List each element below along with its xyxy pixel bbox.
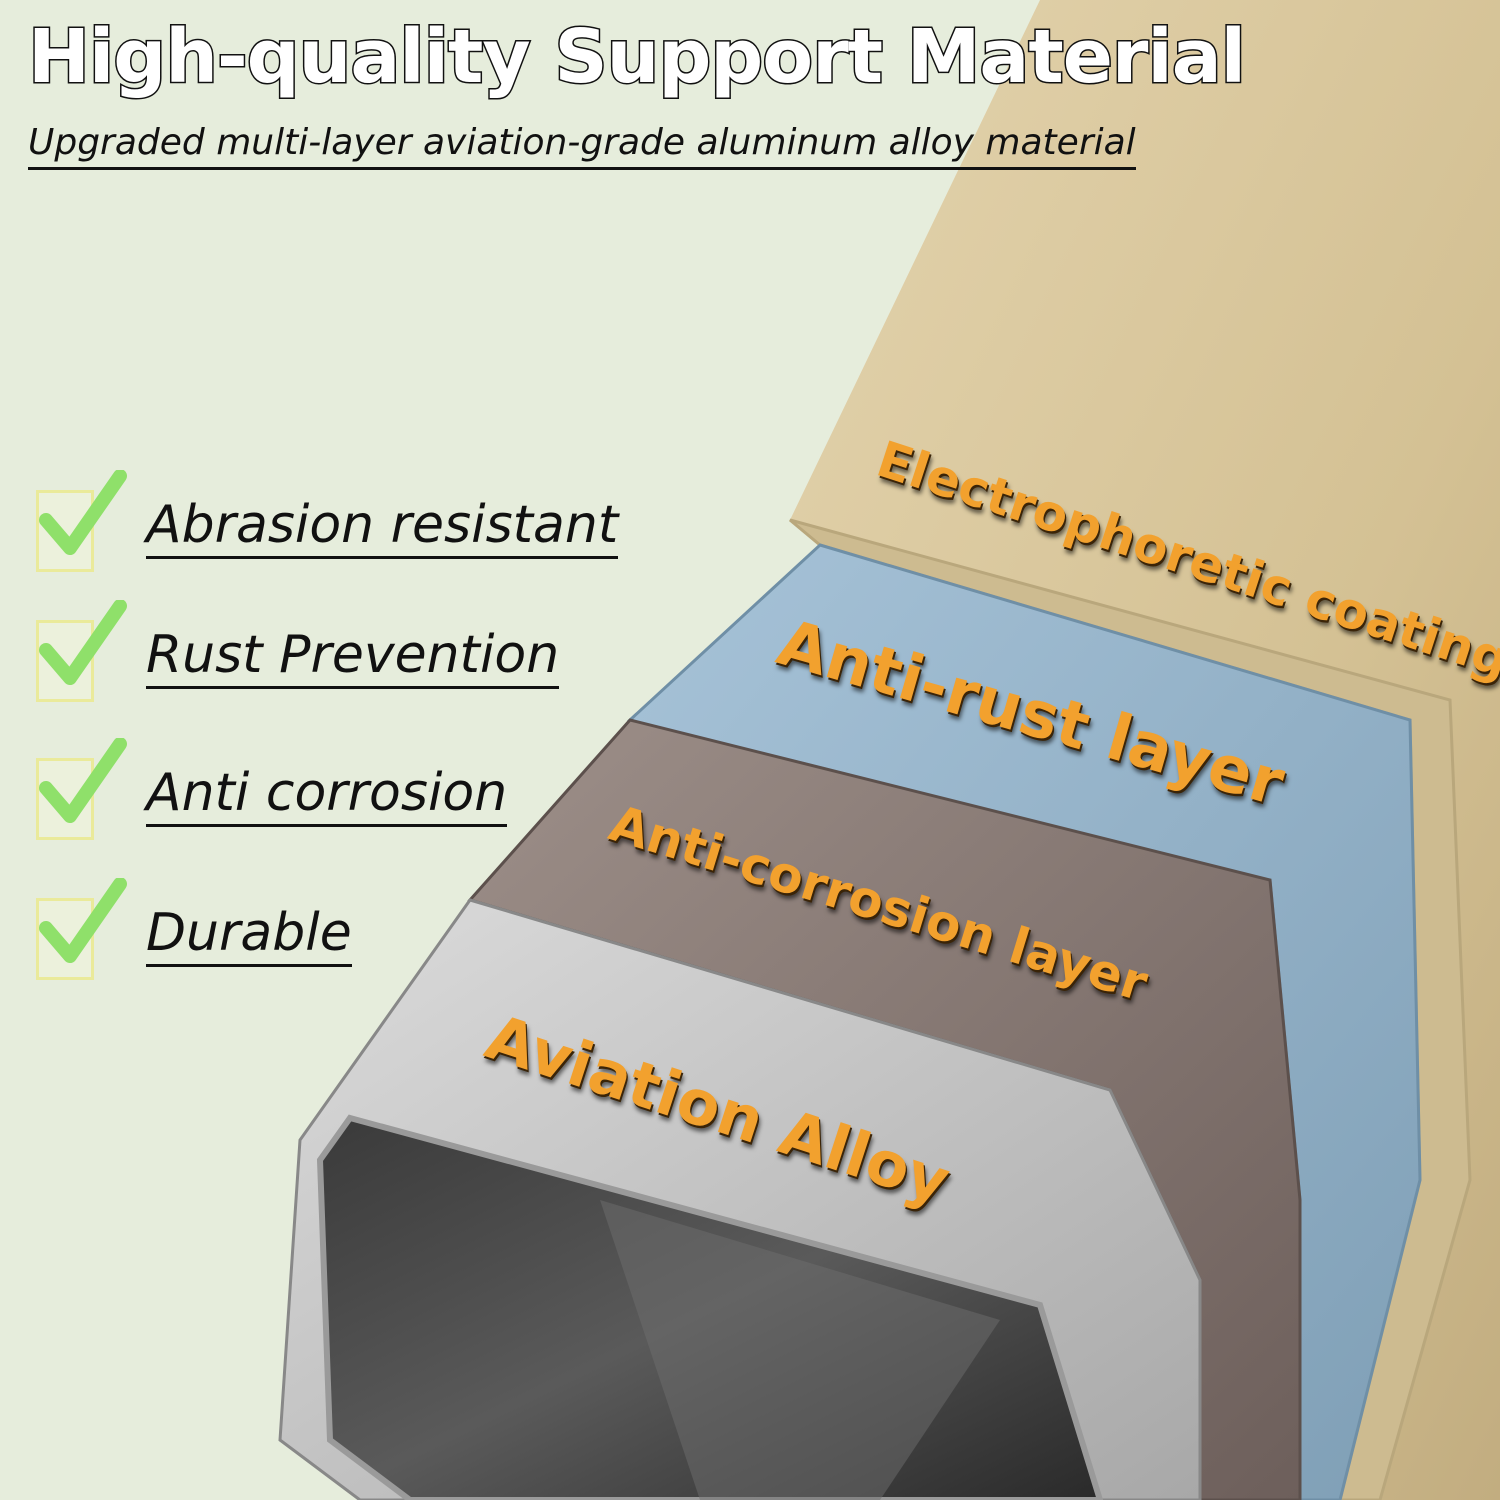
coating-layer: [790, 0, 1500, 1500]
feature-label: Anti corrosion: [146, 762, 508, 827]
checkmark-icon: [39, 738, 127, 823]
checkmark-icon: [39, 470, 127, 555]
feature-label: Durable: [146, 902, 352, 967]
feature-item-abrasion: Abrasion resistant: [30, 470, 650, 584]
feature-label: Abrasion resistant: [146, 494, 619, 559]
checkbox-frame: [36, 490, 94, 572]
page-subtitle: Upgraded multi-layer aviation-grade alum…: [28, 122, 1136, 170]
feature-item-durable: Durable: [30, 878, 650, 992]
tube-inner-highlight: [600, 1200, 1000, 1500]
feature-item-corrosion: Anti corrosion: [30, 738, 650, 852]
feature-label: Rust Prevention: [146, 624, 560, 689]
page-title: High-quality Support Material: [26, 13, 1247, 102]
checkmark-icon: [39, 600, 127, 685]
checkmark-icon: [39, 878, 127, 963]
feature-item-rust: Rust Prevention: [30, 600, 650, 714]
